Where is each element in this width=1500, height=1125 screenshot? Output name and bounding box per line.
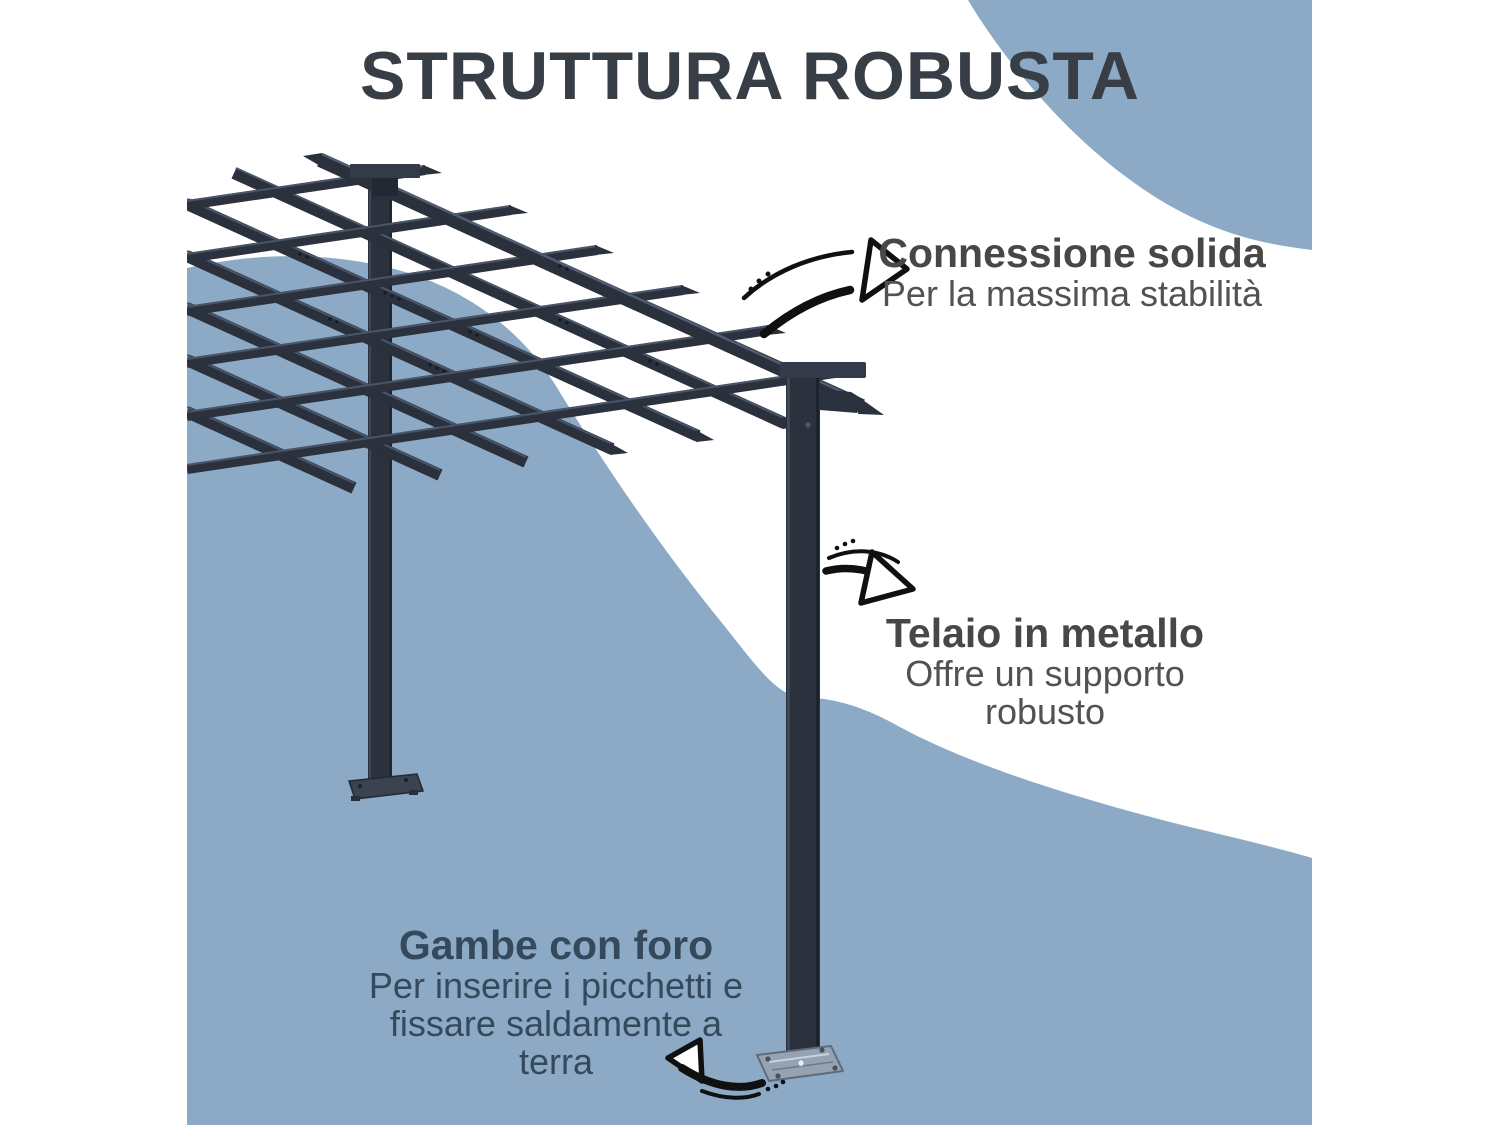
annotation-frame: Telaio in metallo Offre un supporto robu… [845, 610, 1245, 733]
curved-arrow-down-right-icon [822, 538, 916, 606]
page-title: STRUTTURA ROBUSTA [359, 38, 1141, 114]
left-post-cap [350, 164, 420, 196]
annotation-legs-body-line-2: fissare saldamente a terra [389, 1003, 723, 1083]
annotation-legs-heading: Gambe con foro [398, 922, 714, 968]
curved-arrow-left-icon [665, 1037, 786, 1100]
annotation-frame-body-line-1: Offre un supporto [905, 653, 1185, 695]
right-base-plate [756, 1045, 844, 1082]
annotation-legs-body-line-1: Per inserire i picchetti e [368, 965, 744, 1007]
annotation-connection-heading: Connessione solida [878, 230, 1266, 276]
bolt-dots [298, 252, 659, 373]
annotation-legs: Gambe con foro Per inserire i picchetti … [361, 922, 751, 1083]
left-base-plate [347, 773, 425, 801]
annotation-connection-body: Per la massima stabilità [881, 273, 1263, 315]
pergola-right-post [780, 362, 866, 1060]
blue-shape-main [187, 256, 1312, 1125]
pergola-main-beam [303, 152, 884, 415]
pergola-illustration [187, 0, 1312, 1125]
annotation-frame-body-line-2: robusto [984, 691, 1106, 733]
content-square [187, 0, 1312, 1125]
annotation-frame-heading: Telaio in metallo [885, 610, 1205, 656]
annotation-connection: Connessione solida Per la massima stabil… [872, 230, 1272, 315]
pergola-left-post [368, 176, 392, 782]
curved-arrow-up-right-icon [741, 237, 910, 339]
blue-shape-top-right [968, 0, 1312, 250]
